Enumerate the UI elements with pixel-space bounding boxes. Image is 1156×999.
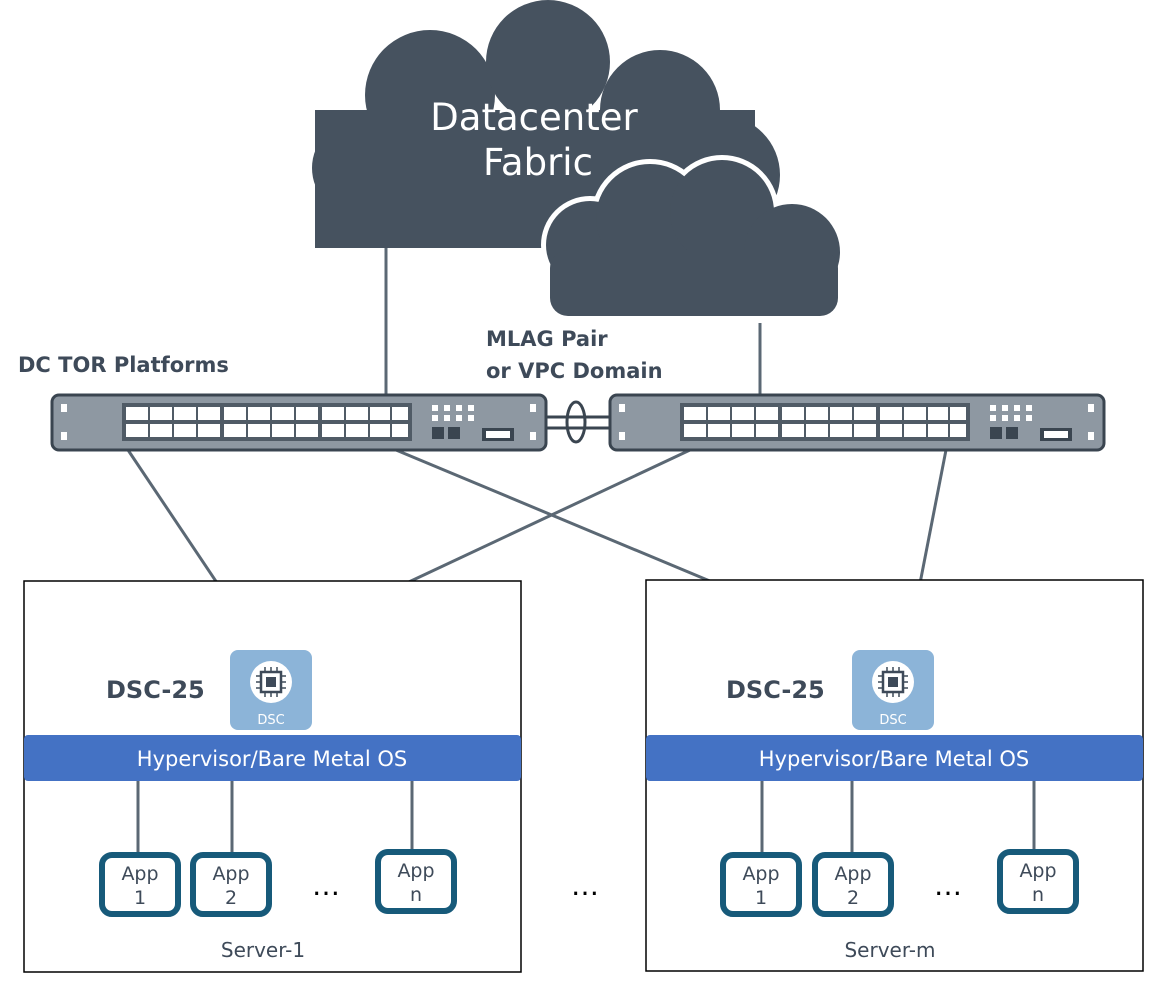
app-number: n <box>1032 884 1044 906</box>
cloud-title-line2: Fabric <box>483 141 593 184</box>
cloud-title-line1: Datacenter <box>430 96 638 139</box>
dsc-chip-label: DSC <box>257 713 284 728</box>
datacenter-fabric-cloud: Datacenter Fabric <box>312 0 845 323</box>
app-box: App 1 <box>720 852 802 917</box>
server-1: DSC DSC-25 Hypervisor/Bare Metal OS App … <box>23 580 522 973</box>
dsc-model-label: DSC-25 <box>106 676 205 704</box>
app-label: App <box>1019 860 1056 882</box>
app-box: App 2 <box>190 852 272 917</box>
app-number: 2 <box>847 887 859 909</box>
hypervisor-bar <box>24 735 521 781</box>
hypervisor-label: Hypervisor/Bare Metal OS <box>759 747 1029 771</box>
app-box: App 2 <box>812 852 894 917</box>
dsc-card: DSC <box>230 650 312 730</box>
mlag-peer-link <box>544 400 612 444</box>
app-number: n <box>410 884 422 906</box>
tor-platforms-label: DC TOR Platforms <box>18 353 229 377</box>
dsc-chip-label: DSC <box>879 713 906 728</box>
app-label: App <box>397 860 434 882</box>
hypervisor-bar <box>646 735 1143 781</box>
app-number: 1 <box>755 887 767 909</box>
dsc-model-label: DSC-25 <box>726 676 825 704</box>
app-number: 2 <box>225 887 237 909</box>
processor-chip-icon <box>250 661 292 703</box>
hypervisor-label: Hypervisor/Bare Metal OS <box>137 747 407 771</box>
dsc-card: DSC <box>852 650 934 730</box>
app-box: App n <box>375 849 457 914</box>
server-name: Server-1 <box>221 938 305 962</box>
app-label: App <box>212 863 249 885</box>
server-name: Server-m <box>844 938 935 962</box>
mlag-label-line1: MLAG Pair <box>486 327 608 351</box>
app-number: 1 <box>134 887 146 909</box>
ellipsis: … <box>312 869 340 902</box>
app-label: App <box>742 863 779 885</box>
server-m: DSC DSC-25 Hypervisor/Bare Metal OS App … <box>645 579 1144 972</box>
app-label: App <box>121 863 158 885</box>
ellipsis: … <box>934 869 962 902</box>
tor-switch-2 <box>608 393 1106 452</box>
app-box: App 1 <box>99 852 181 917</box>
app-box: App n <box>997 849 1079 914</box>
servers-ellipsis: … <box>571 869 599 902</box>
mlag-label-line2: or VPC Domain <box>486 359 663 383</box>
tor-switch-1 <box>50 393 548 452</box>
processor-chip-icon <box>872 661 914 703</box>
app-label: App <box>834 863 871 885</box>
